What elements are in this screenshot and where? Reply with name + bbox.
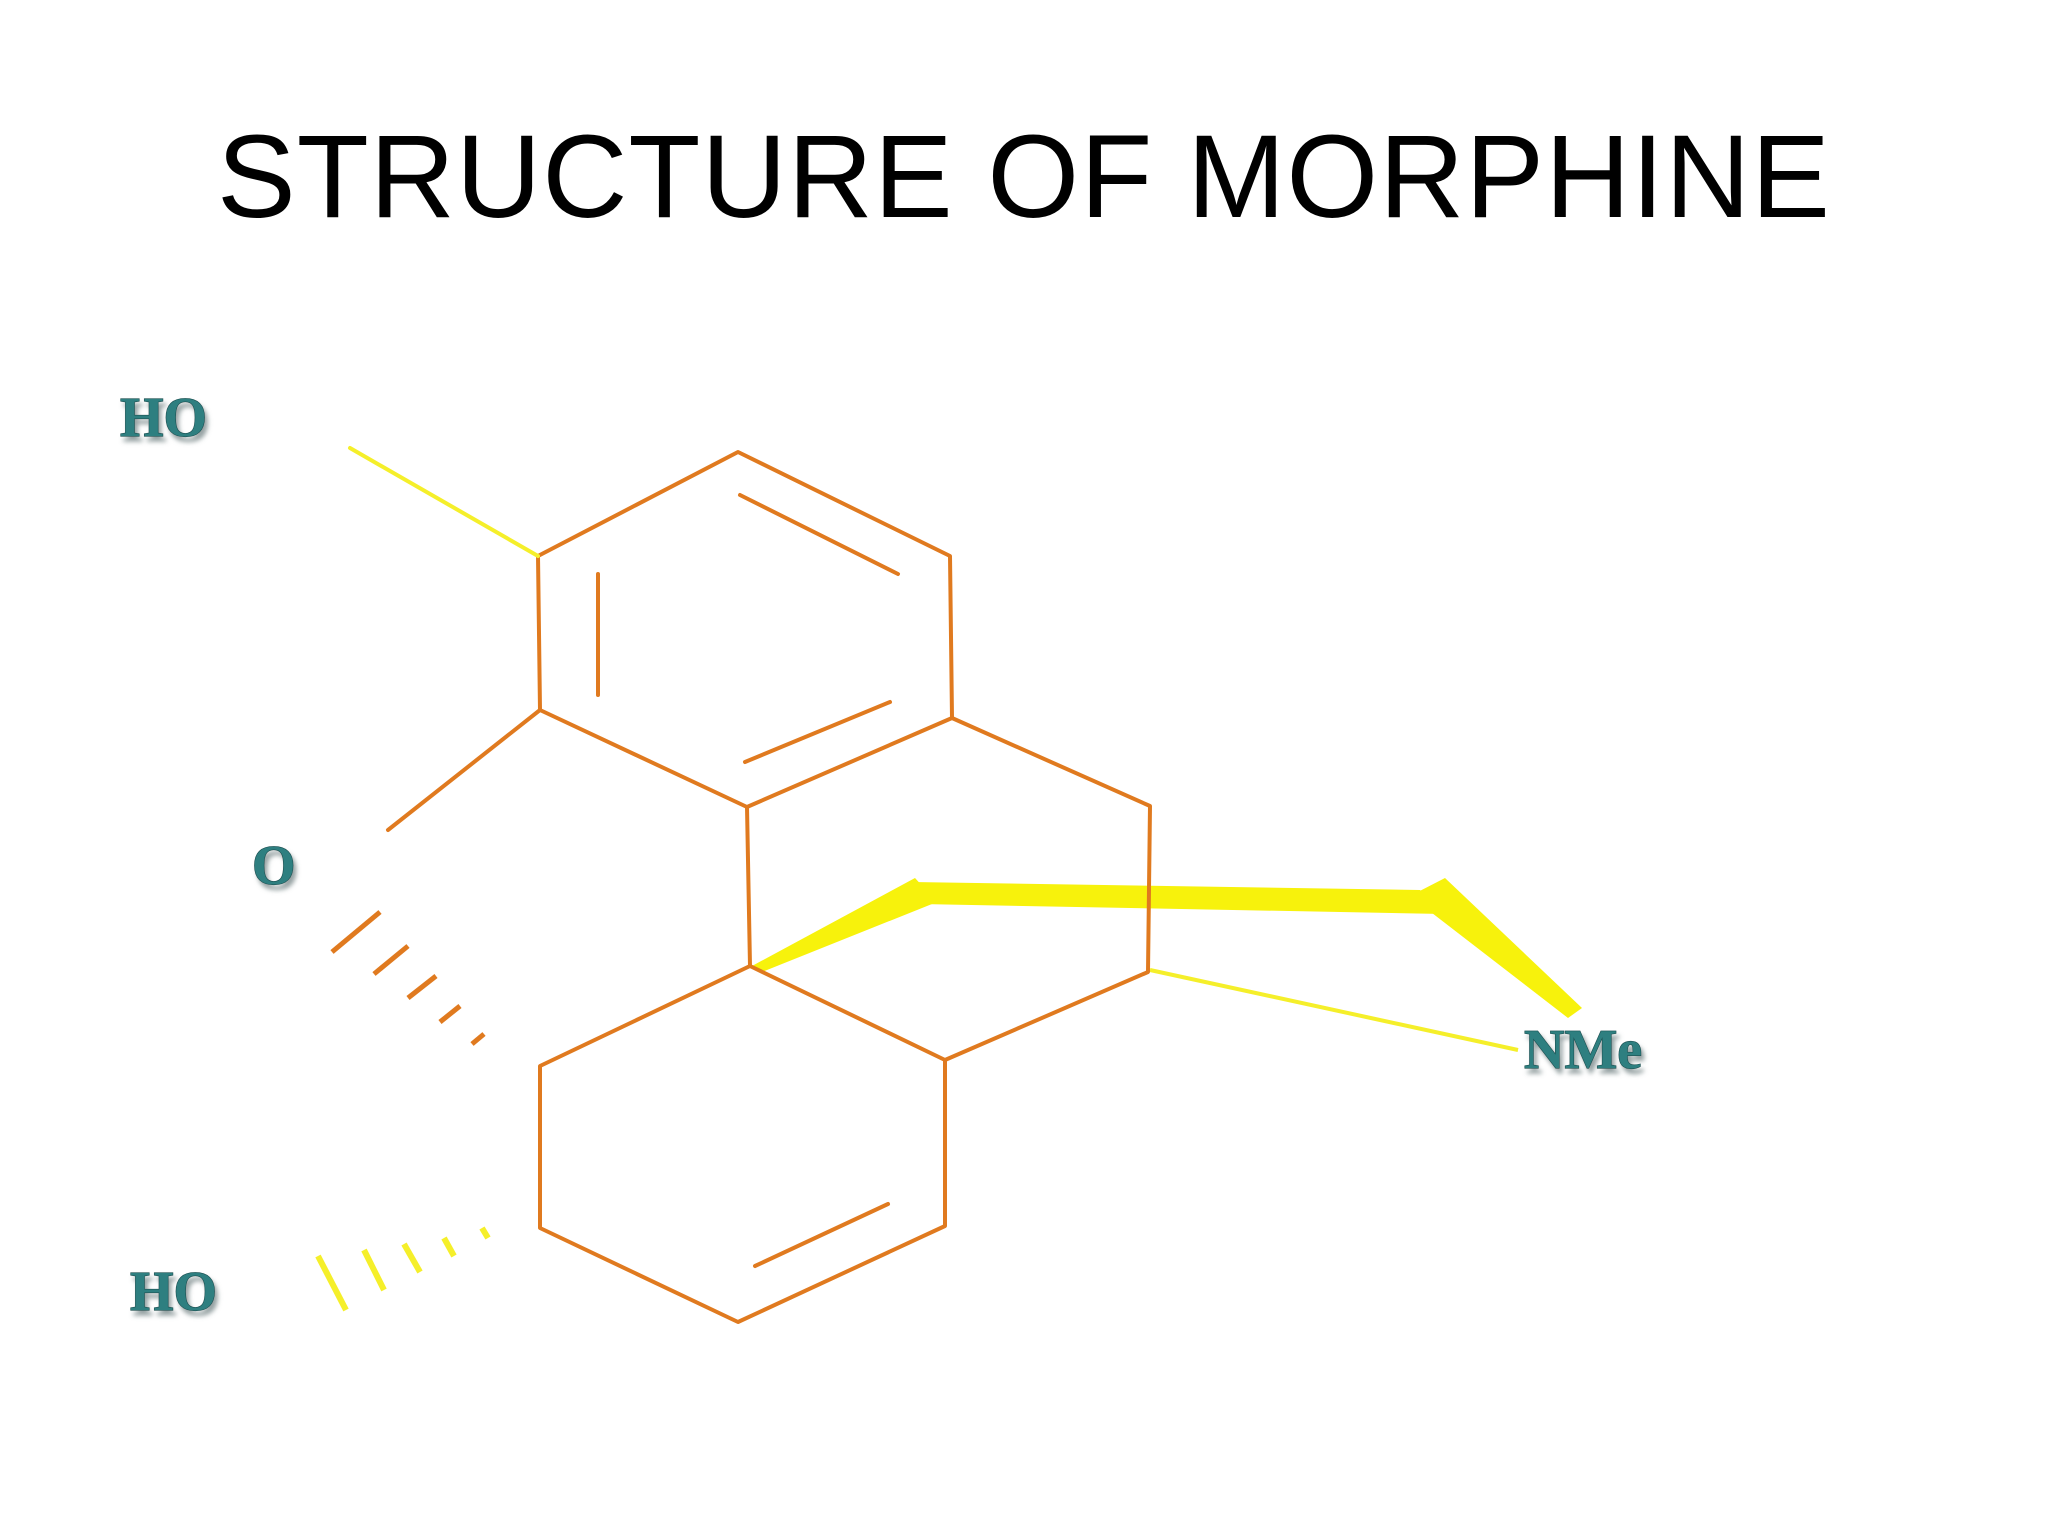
aromatic-ring bbox=[536, 450, 954, 809]
aromatic-double-bond-top bbox=[738, 493, 900, 576]
cyclohexene-double-bond bbox=[753, 1202, 890, 1268]
bridge-wedge-left bbox=[752, 878, 937, 972]
substituent-bonds bbox=[348, 446, 540, 558]
label-ether-oxygen: O bbox=[252, 835, 296, 897]
slide-title: STRUCTURE OF MORPHINE bbox=[217, 111, 1831, 243]
bond-c9-nitrogen bbox=[1149, 968, 1519, 1052]
label-hydroxyl-bottom: HO bbox=[130, 1261, 217, 1323]
ethylamine-bridge bbox=[752, 878, 1582, 1052]
ring-b bbox=[943, 716, 1152, 1062]
ring-skeleton bbox=[386, 450, 1152, 1324]
cyclohexene-ring bbox=[538, 964, 947, 1324]
bond-c13-c14 bbox=[745, 805, 752, 968]
bond-ring-ether-oxygen bbox=[386, 708, 542, 832]
aromatic-double-bond-bottom bbox=[743, 700, 892, 764]
label-hydroxyl-top: HO bbox=[120, 387, 207, 449]
bond-c13-c14-ring bbox=[748, 964, 947, 1062]
label-n-methyl: NMe bbox=[1524, 1019, 1642, 1081]
bond-phenol-oh bbox=[348, 446, 540, 558]
hashed-bond-hydroxyl bbox=[315, 1226, 491, 1312]
atom-labels: HO O HO NMe bbox=[119, 386, 1642, 1323]
hashed-bond-ether bbox=[330, 910, 486, 1046]
bridge-band bbox=[912, 882, 1444, 914]
bridge-wedge-right bbox=[1410, 878, 1582, 1018]
